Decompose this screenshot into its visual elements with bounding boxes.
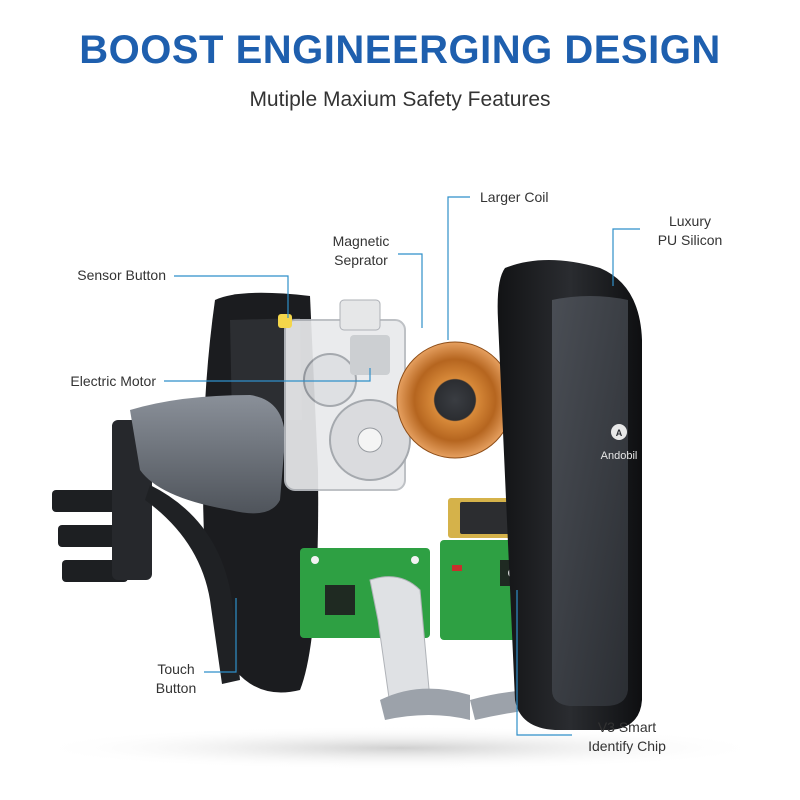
floor-shadow [30, 726, 770, 770]
metal-bracket [369, 576, 431, 706]
callout-luxury-line2: PU Silicon [657, 232, 723, 248]
callout-electric-motor: Electric Motor [70, 373, 156, 389]
callout-sensor-button: Sensor Button [77, 267, 166, 283]
motor-gear-assembly [284, 299, 411, 491]
callout-luxury-line1: Luxury [668, 213, 712, 229]
callout-touch-button-line1: Touch [157, 661, 195, 677]
callout-line-sensor-button [174, 275, 289, 318]
callout-luxury-pu-silicon: Luxury PU Silicon [640, 212, 740, 250]
brand-logo-letter: A [616, 428, 623, 438]
callout-line-larger-coil [447, 196, 470, 340]
callout-line-luxury [612, 228, 640, 286]
brand-logo-text: Andobil [601, 450, 638, 462]
callout-line-magnetic-separator [398, 253, 423, 328]
wireless-coil [397, 342, 513, 458]
callout-magnetic-separator: Magnetic Seprator [322, 232, 400, 270]
callout-magnetic-separator-line1: Magnetic [332, 233, 390, 249]
callout-v3-chip-line2: Identify Chip [588, 738, 666, 754]
front-shell: A Andobil [497, 260, 642, 730]
page-title: BOOST ENGINEERGING DESIGN [79, 28, 721, 72]
callout-touch-button: Touch Button [146, 660, 206, 698]
sensor-led [278, 314, 292, 328]
page-subtitle: Mutiple Maxium Safety Features [249, 88, 551, 111]
callout-magnetic-separator-line2: Seprator [334, 252, 388, 268]
gripping-arm [130, 395, 285, 514]
callout-v3-chip-line1: V3 Smart [597, 719, 657, 735]
callout-touch-button-line2: Button [155, 680, 197, 696]
callout-v3-smart-identify-chip: V3 Smart Identify Chip [580, 718, 674, 756]
callout-larger-coil: Larger Coil [480, 189, 549, 205]
callout-line-touch-button [204, 598, 237, 673]
callout-line-v3-chip [516, 590, 572, 736]
callout-lines [164, 196, 640, 736]
brand-logo-badge [611, 424, 627, 440]
bottom-support-left [380, 688, 470, 720]
callout-line-electric-motor [164, 368, 371, 382]
